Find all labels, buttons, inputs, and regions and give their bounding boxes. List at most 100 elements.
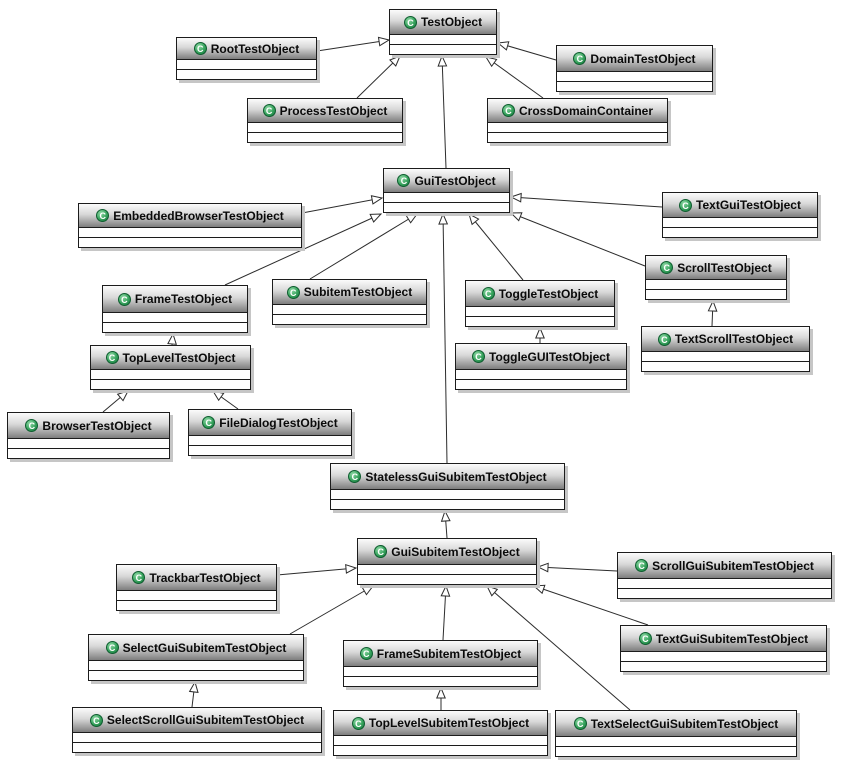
inheritance-edge-browsertestobject	[102, 391, 128, 413]
class-icon: C	[679, 198, 693, 212]
inheritance-edge-scrollguisubitemtestobject	[538, 567, 618, 571]
attributes-compartment	[556, 736, 796, 746]
attributes-compartment	[189, 435, 351, 445]
inheritance-edge-guitestobject	[442, 56, 446, 169]
operations-compartment	[117, 600, 276, 610]
inheritance-edge-textguitestobject	[511, 197, 663, 208]
operations-compartment	[248, 132, 402, 142]
operations-compartment	[663, 227, 817, 237]
class-name: EmbeddedBrowserTestObject	[113, 208, 284, 223]
operations-compartment	[8, 448, 169, 458]
inheritance-edge-crossdomaincontainer	[486, 57, 544, 99]
class-name: RootTestObject	[210, 41, 300, 56]
inheritance-edge-toggletestobject	[469, 214, 524, 281]
inheritance-edge-textscrolltestobject	[712, 301, 713, 327]
class-name: SelectGuiSubitemTestObject	[122, 640, 287, 655]
attributes-compartment	[621, 651, 826, 661]
class-icon: C	[573, 52, 587, 65]
class-name: TextGuiTestObject	[696, 198, 801, 212]
class-name: ScrollTestObject	[677, 260, 772, 275]
operations-compartment	[621, 661, 826, 671]
attributes-compartment	[384, 192, 509, 202]
attributes-compartment	[642, 351, 809, 361]
class-name: TestObject	[420, 15, 483, 29]
operations-compartment	[189, 445, 351, 455]
class-name: TextSelectGuiSubitemTestObject	[590, 716, 779, 731]
class-name: BrowserTestObject	[42, 418, 152, 433]
attributes-compartment	[89, 660, 303, 670]
class-name: SelectScrollGuiSubitemTestObject	[106, 713, 305, 727]
class-name: FrameSubitemTestObject	[376, 646, 522, 661]
attributes-compartment	[91, 369, 250, 379]
attributes-compartment	[344, 666, 537, 676]
inheritance-edge-textselectguisubitemtestobject	[487, 586, 631, 711]
class-icon: C	[501, 104, 515, 117]
inheritance-edge-statelessguisubitemtestobject	[443, 214, 447, 464]
operations-compartment	[103, 322, 247, 332]
operations-compartment	[334, 745, 547, 755]
class-name: TopLevelSubitemTestObject	[368, 716, 530, 730]
operations-compartment	[390, 44, 496, 54]
class-icon: C	[351, 716, 365, 730]
class-icon: C	[481, 287, 495, 300]
class-icon: C	[359, 647, 373, 660]
inheritance-edge-frametestobject	[224, 214, 381, 286]
attributes-compartment	[488, 122, 667, 132]
inheritance-edge-trackbartestobject	[276, 568, 356, 576]
class-name: FrameTestObject	[134, 292, 233, 306]
operations-compartment	[344, 676, 537, 686]
inheritance-edge-roottestobject	[316, 40, 389, 52]
class-icon: C	[262, 104, 276, 117]
operations-compartment	[331, 499, 564, 509]
class-name: TextGuiSubitemTestObject	[655, 631, 809, 646]
class-icon: C	[374, 545, 388, 558]
class-name: CrossDomainContainer	[518, 103, 654, 118]
class-icon: C	[193, 42, 207, 55]
class-name: ProcessTestObject	[279, 103, 388, 118]
class-icon: C	[660, 261, 674, 274]
operations-compartment	[488, 132, 667, 142]
class-icon: C	[89, 713, 103, 727]
